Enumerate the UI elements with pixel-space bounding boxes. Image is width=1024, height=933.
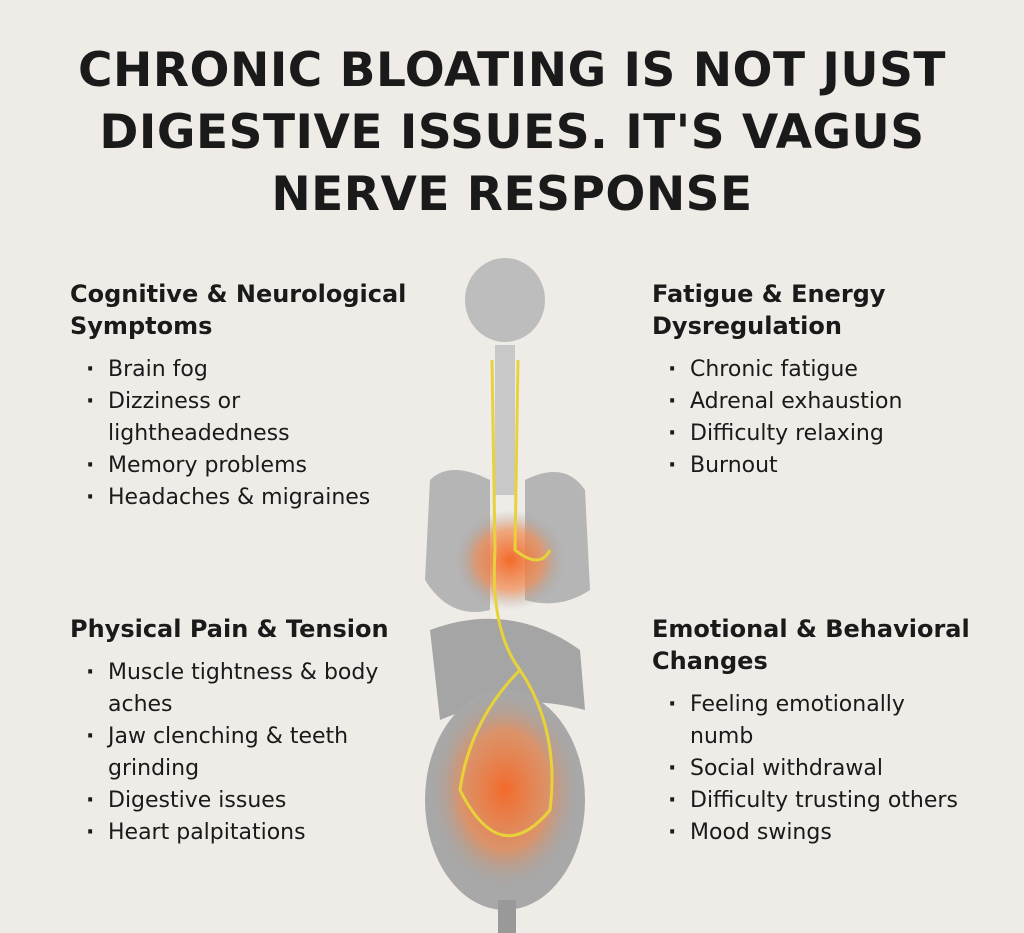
list-item: Digestive issues	[86, 785, 430, 817]
list-item: Feeling emotionally numb	[668, 689, 950, 753]
vagus-nerve-anatomy-illustration	[425, 258, 590, 933]
list-item: Difficulty relaxing	[668, 418, 992, 450]
heading-line: Emotional & Behavioral	[652, 615, 970, 643]
list-item: Adrenal exhaustion	[668, 386, 992, 418]
list-item: Dizziness or lightheadedness	[86, 386, 338, 450]
section-heading: Physical Pain & Tension	[70, 613, 430, 645]
title-line: CHRONIC BLOATING IS NOT JUST	[78, 43, 946, 98]
heart-inflammation	[455, 510, 565, 610]
list-item: Muscle tightness & body aches	[86, 657, 408, 721]
list-item: Difficulty trusting others	[668, 785, 1002, 817]
heading-line: Fatigue & Energy	[652, 280, 886, 308]
brain-icon	[465, 258, 545, 342]
heading-line: Physical Pain & Tension	[70, 615, 389, 643]
liver-stomach-icon	[430, 618, 585, 720]
list-item: Heart palpitations	[86, 817, 430, 849]
list-item: Memory problems	[86, 450, 450, 482]
title-line: DIGESTIVE ISSUES. IT'S VAGUS	[99, 105, 925, 160]
list-item: Social withdrawal	[668, 753, 1002, 785]
list-item: Jaw clenching & teeth grinding	[86, 721, 388, 785]
title-line: NERVE RESPONSE	[271, 167, 753, 222]
section-physical: Physical Pain & Tension Muscle tightness…	[70, 613, 430, 849]
vagus-nerve-path	[458, 359, 554, 838]
page-title: CHRONIC BLOATING IS NOT JUST DIGESTIVE I…	[0, 40, 1024, 226]
list-item: Headaches & migraines	[86, 482, 450, 514]
symptom-list: Brain fog Dizziness or lightheadedness M…	[70, 354, 450, 514]
list-item: Chronic fatigue	[668, 354, 992, 386]
heading-line: Symptoms	[70, 312, 213, 340]
heading-line: Cognitive & Neurological	[70, 280, 407, 308]
list-item: Mood swings	[668, 817, 1002, 849]
symptom-list: Chronic fatigue Adrenal exhaustion Diffi…	[652, 354, 992, 482]
rectum-icon	[498, 900, 516, 933]
heading-line: Dysregulation	[652, 312, 842, 340]
symptom-list: Feeling emotionally numb Social withdraw…	[652, 689, 1002, 849]
heading-line: Changes	[652, 647, 768, 675]
list-item: Brain fog	[86, 354, 450, 386]
spine-icon	[495, 345, 515, 495]
list-item: Burnout	[668, 450, 992, 482]
gut-inflammation	[430, 690, 580, 890]
symptom-list: Muscle tightness & body aches Jaw clench…	[70, 657, 430, 849]
